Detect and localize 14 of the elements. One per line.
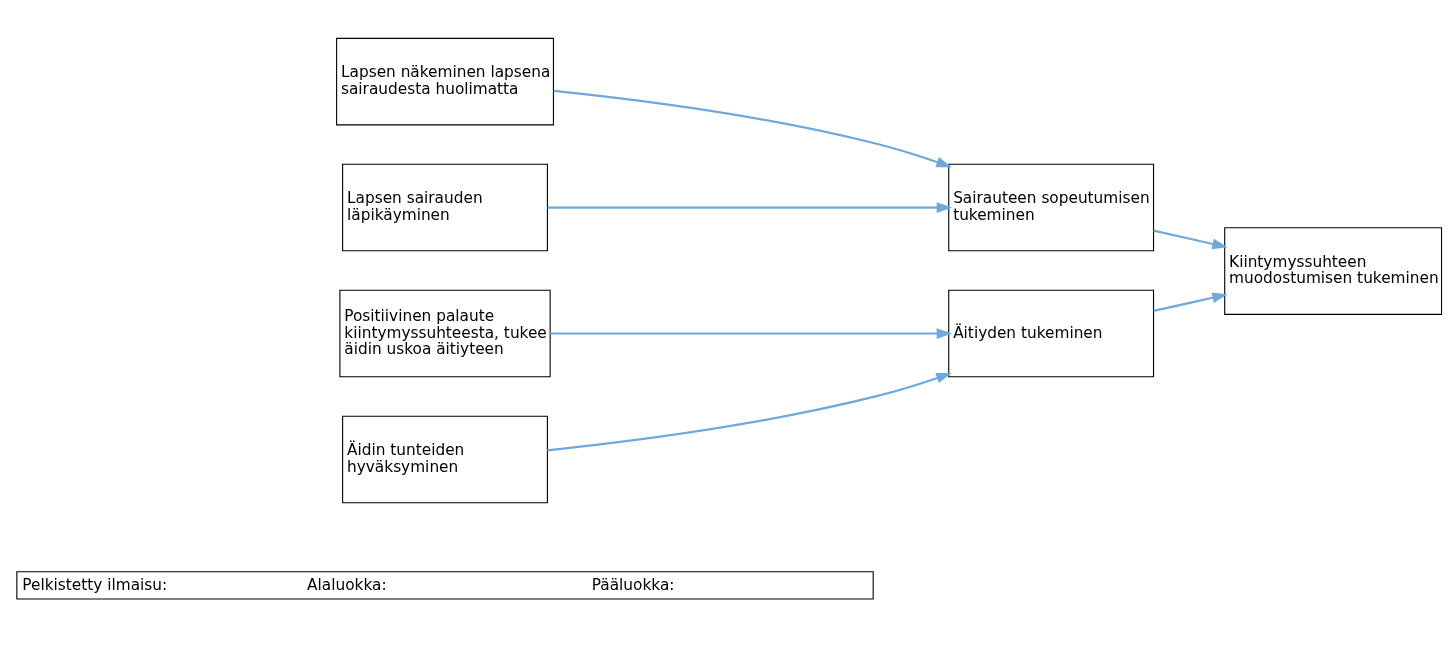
arrow bbox=[547, 201, 953, 213]
node-box: Kiintymyssuhteen muodostumisen tukeminen bbox=[1224, 226, 1443, 315]
node-box: Lapsen näkeminen lapsena sairaudesta huolimatta bbox=[336, 37, 554, 125]
arrow bbox=[547, 372, 952, 451]
node-box: Äitiyden tukeminen bbox=[948, 289, 1155, 377]
arrow bbox=[1153, 229, 1228, 249]
node-box: Pelkistetty ilmaisu: Alaluokka: Pääluokka: bbox=[16, 570, 874, 600]
arrow bbox=[1153, 292, 1228, 312]
arrow bbox=[550, 327, 953, 339]
node-box: Positiivinen palaute kiintymyssuhteesta, tukee äidin uskoa äitiyteen bbox=[339, 289, 551, 377]
node-box: Äidin tunteiden hyväksyminen bbox=[342, 415, 548, 503]
node-box: Sairauteen sopeutumisen tukeminen bbox=[948, 163, 1155, 251]
node-box: Lapsen sairauden läpikäyminen bbox=[342, 163, 548, 251]
arrow bbox=[553, 89, 952, 167]
